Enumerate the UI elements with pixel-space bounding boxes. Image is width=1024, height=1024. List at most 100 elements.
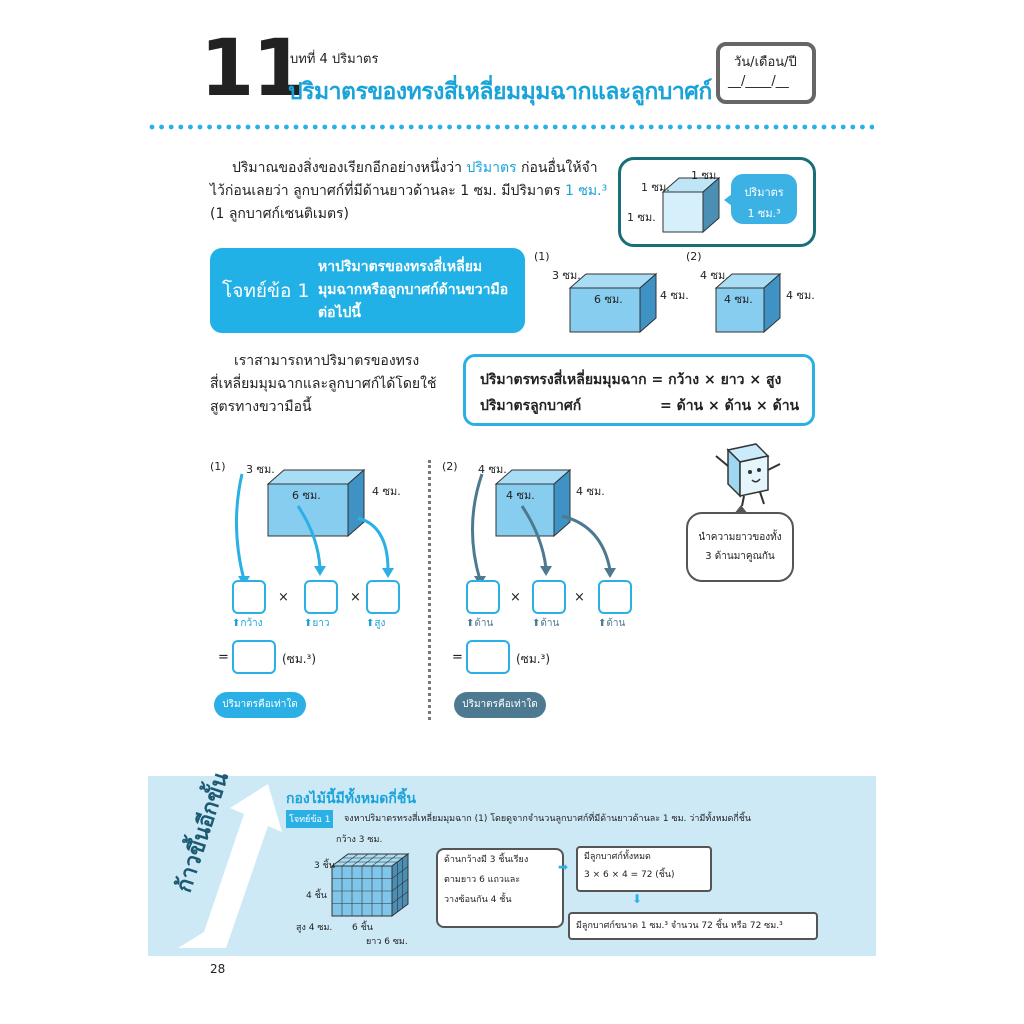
section-divider bbox=[428, 460, 431, 720]
divider-dot bbox=[860, 124, 865, 130]
divider-dot bbox=[783, 124, 788, 130]
divider-dot bbox=[552, 124, 558, 130]
explain-line3: สูตรทางขวามือนี้ bbox=[210, 399, 312, 415]
divider-dot bbox=[341, 124, 347, 130]
unit-cube-illustration bbox=[661, 176, 721, 234]
explain-line1: เราสามารถหาปริมาตรของทรง bbox=[234, 353, 420, 369]
work2-side-input-1[interactable] bbox=[466, 580, 500, 614]
divider-dot bbox=[456, 124, 462, 130]
top-shape2-num: (2) bbox=[686, 250, 702, 263]
divider-dot bbox=[591, 124, 596, 130]
bottom-height-label: สูง 4 ซม. bbox=[296, 923, 333, 933]
divider-dot bbox=[274, 124, 280, 130]
divider-dot bbox=[159, 124, 164, 130]
divider-dot bbox=[245, 124, 251, 130]
divider-dot bbox=[533, 124, 539, 130]
page-title: ปริมาตรของทรงสี่เหลี่ยมมุมฉากและลูกบาศก์ bbox=[288, 79, 712, 105]
divider-dot bbox=[773, 124, 779, 130]
bottom-question: จงหาปริมาตรทรงสี่เหลี่ยมมุมฉาก (1) โดยดู… bbox=[344, 814, 752, 824]
cube-grid-line bbox=[391, 891, 409, 904]
work1-cap3: ⬆สูง bbox=[366, 616, 385, 631]
work1-result-input[interactable] bbox=[232, 640, 276, 674]
work2-cube bbox=[470, 468, 616, 586]
unit-side-label: 1 ซม. bbox=[627, 211, 656, 224]
divider-dot bbox=[485, 124, 491, 130]
bottom-pieces-4: 4 ชิ้น bbox=[306, 891, 327, 901]
work2-cap2: ⬆ด้าน bbox=[532, 616, 559, 631]
top-cuboid-1 bbox=[568, 272, 658, 334]
divider-dot bbox=[389, 124, 395, 130]
work1-cap1: ⬆กว้าง bbox=[232, 616, 263, 631]
divider-dot bbox=[236, 124, 241, 130]
divider-dot bbox=[562, 124, 568, 130]
question-1-box: โจทย์ข้อ 1 หาปริมาตรของทรงสี่เหลี่ยม มุม… bbox=[210, 248, 525, 333]
divider-dot bbox=[178, 124, 184, 130]
divider-dot bbox=[284, 124, 289, 130]
divider-dot bbox=[543, 124, 548, 130]
work2-side-input-3[interactable] bbox=[598, 580, 632, 614]
unit-top-label: 1 ซม. bbox=[691, 169, 720, 182]
divider-dot bbox=[188, 124, 193, 130]
top-shapes: (1) 3 ซม. 6 ซม. 4 ซม. (2) 4 ซม. 4 ซม. 4 … bbox=[534, 250, 834, 340]
question-1-label: โจทย์ข้อ 1 bbox=[222, 280, 310, 302]
lesson-number: 11 bbox=[200, 24, 307, 114]
explain-line2: สี่เหลี่ยมมุมฉากและลูกบาศก์ได้โดยใช้ bbox=[210, 376, 437, 392]
bottom-pieces-3: 3 ชิ้น bbox=[314, 861, 335, 871]
work1-cap2-text: ยาว bbox=[312, 618, 330, 629]
cube-grid-line bbox=[341, 853, 359, 867]
mascot-line1: นำความยาวของทั้ง bbox=[698, 532, 782, 543]
cube-grid-line bbox=[371, 853, 389, 867]
divider-dot bbox=[610, 124, 616, 130]
bottom-width-label: กว้าง 3 ซม. bbox=[336, 835, 383, 845]
bottom-heading: กองไม้นี้มีทั้งหมดกี่ชิ้น bbox=[286, 791, 416, 807]
divider-dot bbox=[572, 124, 577, 130]
divider-dot bbox=[293, 124, 299, 130]
work1-cap3-text: สูง bbox=[374, 618, 386, 629]
work2-pill: ปริมาตรคือเท่าใด bbox=[454, 692, 546, 718]
work2-result-input[interactable] bbox=[466, 640, 510, 674]
divider-dot bbox=[437, 124, 443, 130]
divider-dot bbox=[524, 124, 529, 130]
cube-grid-line bbox=[351, 853, 369, 867]
cube-grid-line bbox=[361, 853, 379, 867]
divider-dot bbox=[821, 124, 827, 130]
mascot-line2: 3 ด้านมาคูณกัน bbox=[705, 551, 775, 562]
divider-dot bbox=[812, 124, 817, 130]
work-2: (2) 4 ซม. 4 ซม. 4 ซม. × × ⬆ด้าน ⬆ด้าน ⬆ด… bbox=[442, 456, 662, 726]
divider-dot bbox=[255, 124, 260, 130]
arrow-up-icon: ⬆ bbox=[598, 618, 607, 629]
divider-dot bbox=[514, 124, 520, 130]
divider-dot bbox=[408, 124, 414, 130]
work2-times-1: × bbox=[510, 590, 521, 605]
arrow-down-icon: ⬇ bbox=[632, 892, 643, 906]
divider-dot bbox=[802, 124, 808, 130]
work2-cap3: ⬆ด้าน bbox=[598, 616, 625, 631]
divider-dot bbox=[226, 124, 232, 130]
bottom-note-line1: ด้านกว้างมี 3 ชิ้นเรียง bbox=[444, 855, 529, 865]
work1-cap1-text: กว้าง bbox=[240, 618, 263, 629]
divider-dot bbox=[735, 124, 740, 130]
bottom-length-label: ยาว 6 ซม. bbox=[366, 937, 408, 947]
formula-box: ปริมาตรทรงสี่เหลี่ยมมุมฉาก = กว้าง × ยาว… bbox=[463, 354, 815, 426]
divider-dot bbox=[168, 124, 174, 130]
work1-equals: = bbox=[218, 650, 229, 665]
work1-width-input[interactable] bbox=[232, 580, 266, 614]
formula-cuboid: ปริมาตรทรงสี่เหลี่ยมมุมฉาก = กว้าง × ยาว… bbox=[480, 372, 782, 388]
top-shape2-depth: 4 ซม. bbox=[700, 269, 729, 282]
work1-height-input[interactable] bbox=[366, 580, 400, 614]
bottom-final-box: มีลูกบาศก์ขนาด 1 ซม.³ จำนวน 72 ชิ้น หรือ… bbox=[568, 912, 818, 940]
bottom-pieces-6: 6 ชิ้น bbox=[352, 923, 373, 933]
divider-dot bbox=[418, 124, 424, 130]
top-cube-2 bbox=[714, 272, 782, 334]
date-box[interactable]: วัน/เดือน/ปี __/____/__ bbox=[716, 42, 816, 104]
divider-dot bbox=[629, 124, 635, 130]
work1-length-input[interactable] bbox=[304, 580, 338, 614]
unit-bubble: ปริมาตร 1 ซม.³ bbox=[724, 174, 797, 224]
divider-dot bbox=[744, 124, 750, 130]
work2-side-input-2[interactable] bbox=[532, 580, 566, 614]
question-1-line3: ต่อไปนี้ bbox=[318, 305, 361, 321]
top-shape1-height: 4 ซม. bbox=[660, 289, 689, 302]
explain-text: เราสามารถหาปริมาตรของทรง สี่เหลี่ยมมุมฉา… bbox=[210, 350, 450, 419]
divider-dot bbox=[869, 124, 874, 130]
bottom-note-line2: ตามยาว 6 แถวและ bbox=[444, 875, 521, 885]
